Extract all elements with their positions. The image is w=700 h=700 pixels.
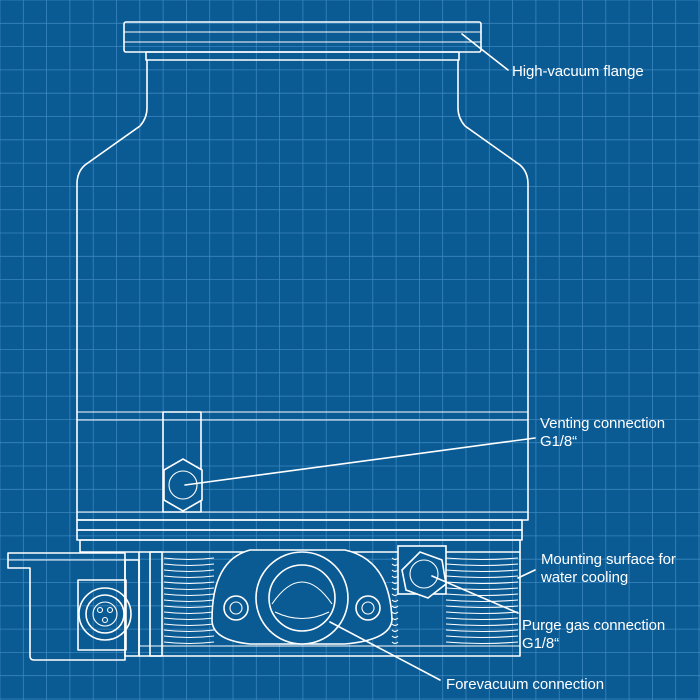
label-high-vacuum-flange-text: High-vacuum flange — [512, 63, 644, 80]
label-forevacuum-text: Forevacuum connection — [446, 676, 604, 693]
leader-lines — [184, 33, 536, 681]
pump-base — [76, 519, 523, 553]
venting-port-shape — [162, 411, 203, 513]
cooling-fins-right — [391, 557, 519, 645]
label-forevacuum-connection: Forevacuum connection — [446, 676, 604, 694]
forevacuum-port-shape — [211, 549, 393, 645]
electrical-connector-bracket — [7, 552, 140, 661]
label-purge-line-1: Purge gas connection — [522, 617, 666, 634]
label-purge-line-2: G1/8“ — [522, 635, 560, 652]
cooling-fins-left — [163, 557, 215, 645]
label-purge-gas-connection: Purge gas connection G1/8“ — [522, 617, 665, 653]
high-vacuum-flange-shape — [123, 21, 482, 61]
label-mounting-surface: Mounting surface for water cooling — [541, 551, 676, 587]
purge-gas-port-shape — [397, 545, 447, 599]
label-venting-line-2: G1/8“ — [540, 433, 578, 450]
label-high-vacuum-flange: High-vacuum flange — [512, 63, 644, 81]
lower-housing — [138, 551, 521, 657]
label-mounting-line-2: water cooling — [541, 569, 629, 586]
label-mounting-line-1: Mounting surface for — [541, 551, 676, 568]
label-venting-line-1: Venting connection — [540, 415, 665, 432]
label-venting-connection: Venting connection G1/8“ — [540, 415, 665, 451]
